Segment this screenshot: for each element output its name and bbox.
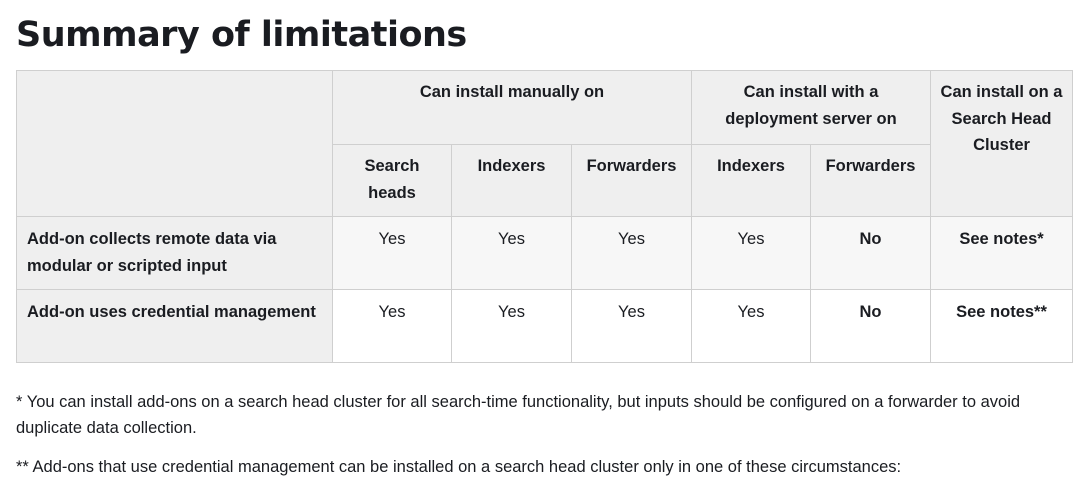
subheader-deploy-forwarders: Forwarders: [810, 144, 931, 217]
page-title: Summary of limitations: [16, 15, 467, 55]
group-header-manual: Can install manually on: [332, 70, 692, 145]
subheader-deploy-indexers: Indexers: [691, 144, 811, 217]
table-cell: Yes: [691, 289, 811, 363]
table-cell: Yes: [451, 289, 572, 363]
group-header-shc: Can install on a Search Head Cluster: [930, 70, 1073, 217]
limitations-table: Can install manually on Can install with…: [16, 70, 1073, 363]
table-cell: No: [810, 289, 931, 363]
row-label: Add-on collects remote data via modular …: [16, 216, 333, 290]
table-cell: Yes: [332, 289, 452, 363]
footnote-2: ** Add-ons that use credential managemen…: [16, 458, 902, 476]
table-cell: Yes: [691, 216, 811, 290]
table-row: Add-on uses credential management Yes Ye…: [16, 289, 1073, 363]
subheader-search-heads: Search heads: [332, 144, 452, 217]
row-label: Add-on uses credential management: [16, 289, 333, 363]
table-cell: Yes: [332, 216, 452, 290]
table-cell: Yes: [451, 216, 572, 290]
table-cell: Yes: [571, 216, 692, 290]
table-cell: No: [810, 216, 931, 290]
subheader-indexers: Indexers: [451, 144, 572, 217]
table-cell: See notes*: [930, 216, 1073, 290]
corner-header: [16, 70, 333, 217]
table-row: Add-on collects remote data via modular …: [16, 216, 1073, 290]
group-header-deployment: Can install with a deployment server on: [691, 70, 931, 145]
table-cell: Yes: [571, 289, 692, 363]
footnote-1: * You can install add-ons on a search he…: [16, 393, 1021, 437]
subheader-forwarders: Forwarders: [571, 144, 692, 217]
table-cell: See notes**: [930, 289, 1073, 363]
